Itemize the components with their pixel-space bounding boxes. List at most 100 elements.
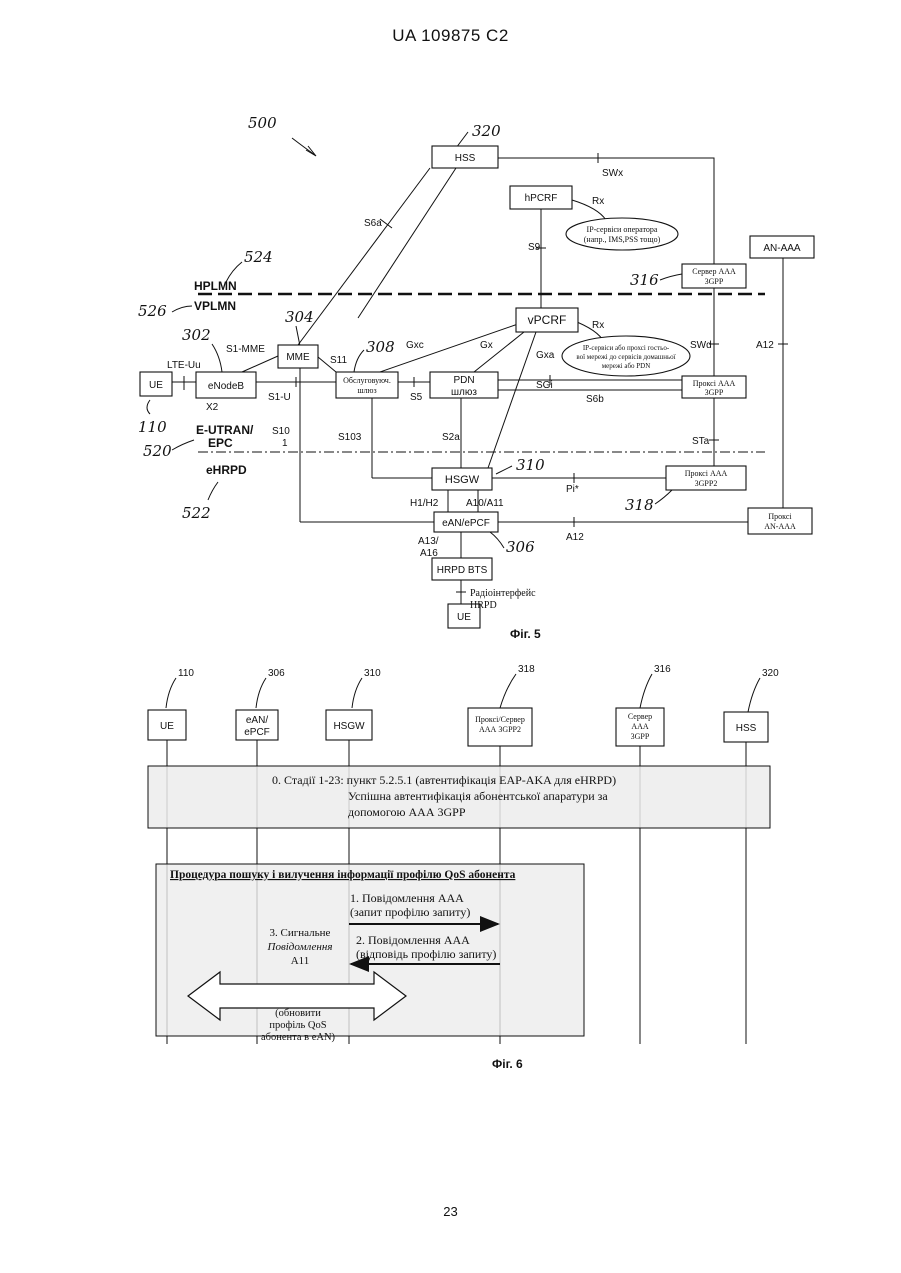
node-hpcrf-label: hPCRF <box>525 193 558 204</box>
node-hss-label: HSS <box>455 153 476 164</box>
ref-318: 318 <box>625 496 654 514</box>
message-1-line-1: 1. Повідомлення ААА <box>350 891 464 905</box>
figure-5: 500 320 524 526 302 304 308 316 110 520 … <box>138 114 814 641</box>
update-note-line-2: профіль QoS <box>269 1020 326 1031</box>
figure-6: 110 306 310 318 316 320 UE eAN/ ePCF HSG… <box>148 664 779 1071</box>
node-proxy-aaa-3gpp-label-1: Проксі ААА <box>693 379 736 388</box>
node-hsgw-label: HSGW <box>445 474 480 486</box>
fig6-ref-110: 110 <box>178 668 194 679</box>
iface-s5: S5 <box>410 392 423 403</box>
iface-s11: S11 <box>330 355 347 366</box>
iface-rx-2: Rx <box>592 320 604 331</box>
ref-526: 526 <box>138 302 167 320</box>
node-proxy-aaa-3gpp-label-2: 3GPP <box>705 388 724 397</box>
domain-hplmn: HPLMN <box>194 279 237 293</box>
page-number: 23 <box>0 1204 901 1219</box>
ref-304: 304 <box>285 308 314 326</box>
ref-306: 306 <box>506 538 535 556</box>
entity-ean-label-1: eAN/ <box>246 715 268 726</box>
iface-a16: A16 <box>420 548 438 559</box>
node-pdn-gateway-label-2: шлюз <box>451 387 477 398</box>
update-note-line-3: абонента в eAN) <box>261 1032 336 1043</box>
entity-hss-label: HSS <box>736 723 757 734</box>
entity-proxy-label-1: Проксі/Сервер <box>475 715 525 724</box>
iface-s6b: S6b <box>586 394 604 405</box>
iface-s103: S103 <box>338 432 362 443</box>
iface-lte-uu: LTE-Uu <box>167 360 201 371</box>
entity-hsgw-label: HSGW <box>333 721 365 732</box>
node-ue-2-label: UE <box>457 612 471 623</box>
ref-500-arrow <box>292 138 315 155</box>
iface-radio-line-2: HRPD <box>470 600 497 611</box>
ref-316: 316 <box>630 271 659 289</box>
iface-h1-h2: H1/H2 <box>410 498 439 509</box>
stage-0-line-3: допомогою ААА 3GPP <box>348 805 466 819</box>
stage-0-line-2: Успішна автентифікація абонентської апар… <box>348 789 608 803</box>
iface-s10: S10 <box>272 426 290 437</box>
iface-a13: A13/ <box>418 536 439 547</box>
signal-message-line-2: Повідомлення <box>267 941 333 953</box>
ref-110: 110 <box>138 418 167 436</box>
domain-epc: EPC <box>208 436 233 450</box>
ref-308: 308 <box>366 338 395 356</box>
node-serving-gateway-label-2: шлюз <box>357 386 376 395</box>
iface-s6a: S6a <box>364 218 382 229</box>
iface-sgi: SGi <box>536 380 553 391</box>
fig6-ref-310: 310 <box>364 668 381 679</box>
iface-x2: X2 <box>206 402 219 413</box>
entity-ean-label-2: ePCF <box>244 727 270 738</box>
iface-a12-right: A12 <box>756 340 774 351</box>
message-1-line-2: (запит профілю запиту) <box>350 905 470 919</box>
link-gxc <box>380 324 518 372</box>
entity-server-label-2: ААА <box>631 722 649 731</box>
iface-gx: Gx <box>480 340 493 351</box>
ellipse-guest-services-line-3: мережі або PDN <box>602 362 651 370</box>
entity-proxy-label-2: ААА 3GPP2 <box>479 725 521 734</box>
ref-520: 520 <box>143 442 172 460</box>
iface-s2a: S2a <box>442 432 460 443</box>
node-an-aaa-label: AN-AAA <box>763 243 801 254</box>
ellipse-guest-services-line-2: вої мережі до сервісів домашньої <box>576 353 675 361</box>
iface-s1-mme: S1-MME <box>226 344 265 355</box>
fig6-ref-320: 320 <box>762 668 779 679</box>
iface-s9: S9 <box>528 242 541 253</box>
iface-pi: Pi* <box>566 484 579 495</box>
link-s1mme <box>242 356 278 372</box>
signal-message-line-3: A11 <box>291 955 310 967</box>
figure-5-caption: Фіг. 5 <box>510 627 541 641</box>
node-hrpd-bts-label: HRPD BTS <box>437 565 488 576</box>
ref-500-arrowhead <box>306 146 316 156</box>
iface-s1-u: S1-U <box>268 392 291 403</box>
node-aaa-server-label-1: Сервер ААА <box>692 267 736 276</box>
iface-swx: SWx <box>602 168 623 179</box>
entity-server-label-1: Сервер <box>628 712 652 721</box>
node-proxy-aaa-3gpp2-label-2: 3GPP2 <box>695 479 718 488</box>
node-ean-epcf-label: eAN/ePCF <box>442 518 490 529</box>
ref-500: 500 <box>248 114 277 132</box>
message-2-line-1: 2. Повідомлення ААА <box>356 933 470 947</box>
domain-ehrpd: eHRPD <box>206 463 247 477</box>
iface-gxa: Gxa <box>536 350 555 361</box>
figure-6-caption: Фіг. 6 <box>492 1057 523 1071</box>
iface-s10-suffix: 1 <box>282 438 288 449</box>
iface-radio-line-1: Радіоінтерфейс <box>470 588 536 599</box>
node-vpcrf-label: vPCRF <box>528 313 567 327</box>
iface-rx-1: Rx <box>592 196 604 207</box>
stage-0-line-1: 0. Стадії 1-23: пункт 5.2.5.1 (автентифі… <box>272 773 616 787</box>
node-mme-label: MME <box>286 352 310 363</box>
fig6-ref-306: 306 <box>268 668 285 679</box>
ref-522: 522 <box>182 504 211 522</box>
ellipse-guest-services-line-1: IP-сервіси або прохсі гостьо- <box>583 344 670 352</box>
iface-a10-a11: A10/A11 <box>466 498 504 509</box>
iface-gxc: Gxc <box>406 340 424 351</box>
ref-302: 302 <box>182 326 211 344</box>
ref-524: 524 <box>244 248 273 266</box>
node-aaa-server-label-2: 3GPP <box>705 277 724 286</box>
ref-320: 320 <box>472 122 501 140</box>
domain-eutran: E-UTRAN/ <box>196 423 254 437</box>
link-gxa <box>488 332 536 468</box>
link-s6a <box>298 168 430 345</box>
update-note-line-1: (обновити <box>275 1008 321 1019</box>
entity-server-label-3: 3GPP <box>631 732 650 741</box>
